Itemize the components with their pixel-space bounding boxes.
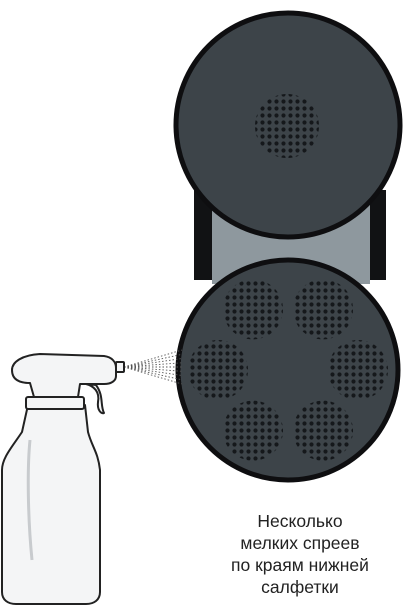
caption-line-3: по краям нижней	[196, 554, 404, 576]
dot-cluster	[223, 401, 283, 461]
top-pad	[176, 13, 400, 237]
caption-line-4: салфетки	[196, 576, 404, 598]
caption-line-1: Несколько	[196, 510, 404, 532]
mist-ray	[124, 363, 182, 367]
dot-cluster	[293, 279, 353, 339]
mist-ray	[124, 367, 182, 376]
dot-cluster	[188, 340, 248, 400]
mist-ray	[124, 367, 182, 371]
dot-cluster	[328, 340, 388, 400]
mist-ray	[124, 359, 182, 368]
spray-bottle-icon	[2, 354, 124, 604]
top-pad-center-dots	[255, 94, 319, 158]
dot-cluster	[223, 279, 283, 339]
caption: Несколько мелких спреев по краям нижней …	[196, 510, 404, 598]
dot-cluster	[293, 401, 353, 461]
bottom-pad	[178, 260, 398, 480]
spray-mist	[124, 350, 182, 384]
caption-line-2: мелких спреев	[196, 532, 404, 554]
